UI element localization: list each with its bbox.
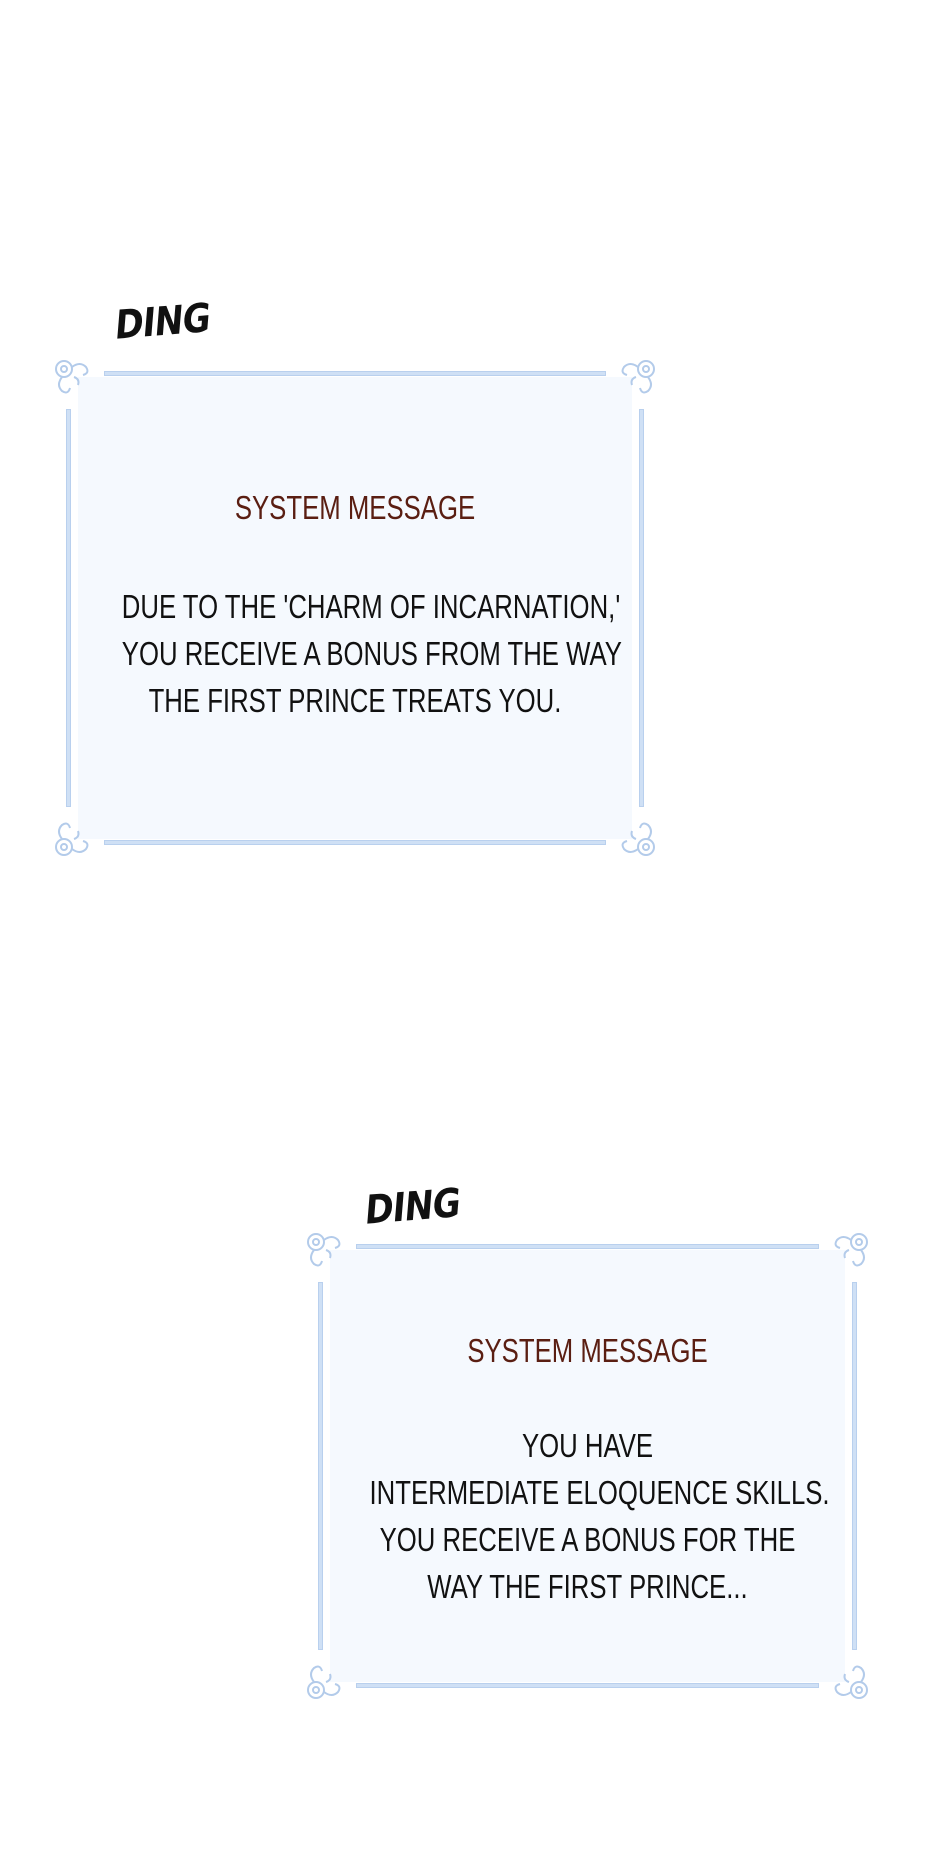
system-message-box: SYSTEM MESSAGE YOU HAVE INTERMEDIATE ELO… <box>307 1233 868 1699</box>
ding-sfx: DING <box>363 1180 462 1234</box>
message-line: INTERMEDIATE ELOQUENCE SKILLS. <box>369 1474 830 1511</box>
ornament-icon <box>55 360 89 394</box>
ornament-icon <box>307 1233 341 1267</box>
ornament-icon <box>621 822 655 856</box>
ornament-icon <box>834 1233 868 1267</box>
message-line: WAY THE FIRST PRINCE... <box>427 1568 748 1605</box>
system-message-box: SYSTEM MESSAGE DUE TO THE 'CHARM OF INCA… <box>55 360 655 856</box>
message-body: DUE TO THE 'CHARM OF INCARNATION,' YOU R… <box>121 583 622 724</box>
message-line: YOU RECEIVE A BONUS FOR THE <box>379 1521 796 1558</box>
ornament-icon <box>621 360 655 394</box>
message-body: YOU HAVE INTERMEDIATE ELOQUENCE SKILLS. … <box>369 1422 830 1610</box>
message-line: YOU HAVE <box>521 1427 654 1464</box>
message-line: DUE TO THE 'CHARM OF INCARNATION,' <box>121 588 621 625</box>
message-line: THE FIRST PRINCE TREATS YOU. <box>148 682 562 719</box>
ornament-icon <box>307 1665 341 1699</box>
ornament-icon <box>834 1665 868 1699</box>
message-line: YOU RECEIVE A BONUS FROM THE WAY <box>121 635 622 672</box>
message-title: SYSTEM MESSAGE <box>467 1332 708 1369</box>
message-title: SYSTEM MESSAGE <box>234 489 476 526</box>
ding-sfx: DING <box>113 295 212 349</box>
ornament-icon <box>55 822 89 856</box>
